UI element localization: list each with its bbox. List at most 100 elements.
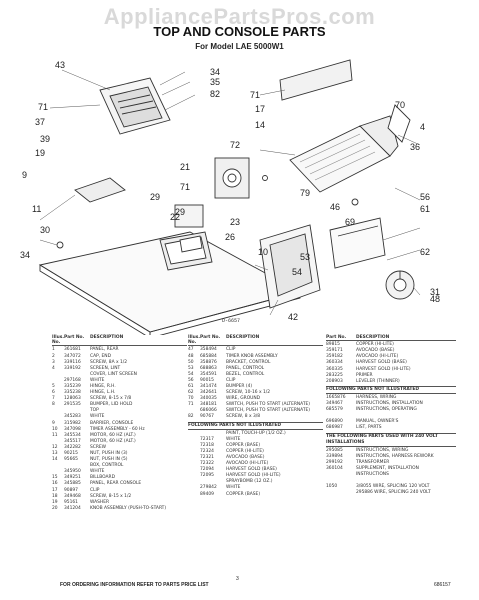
table-cell: 347098 [64, 426, 81, 432]
table-cell: 345950 [64, 469, 81, 475]
table-cell: 345517 [64, 438, 81, 444]
table-cell: HINGE, L.H. [90, 390, 116, 396]
callout-number: 14 [255, 120, 265, 130]
table-cell: 341204 [64, 505, 81, 511]
table-cell: SPRAYBOMB (12 OZ.) [226, 479, 273, 485]
table-cell: SCREW [90, 444, 107, 450]
callout-number: 39 [40, 134, 50, 144]
table-cell: 358876 [200, 359, 217, 365]
table-row: BOX, CONTROL [52, 463, 187, 469]
callout-number: 36 [410, 142, 420, 152]
callout-number: 54 [292, 267, 302, 277]
table-cell: 9 [52, 420, 55, 426]
table-cell: 6 [52, 390, 55, 396]
table-cell: 339116 [64, 359, 81, 365]
table-cell: 340035 [200, 396, 217, 402]
control-bracket [329, 217, 386, 269]
screw [262, 175, 268, 181]
table-cell: 347072 [64, 353, 81, 359]
table-row: 11 345534 MOTOR, 60 HZ (ALT.) [52, 433, 187, 439]
table-cell: 1 [52, 347, 55, 353]
callout-number: 70 [395, 100, 405, 110]
table-cell: 279842 [200, 485, 217, 491]
table-cell: TIMER ASSEMBLY - 60 Hz [90, 426, 145, 432]
table-cell: 283225 [326, 372, 343, 378]
callout-number: 62 [420, 247, 430, 257]
table-cell: 686066 [200, 408, 217, 414]
right-table-header: Part No.DESCRIPTION [326, 335, 456, 342]
table-cell: 348181 [200, 402, 217, 408]
table-cell: 70 [188, 396, 194, 402]
table-cell: 15 [52, 475, 58, 481]
callout-number: 72 [230, 140, 240, 150]
table-cell: MOTOR, 60 HZ (ALT.) [90, 432, 136, 438]
table-cell: 341474 [200, 383, 217, 389]
table-cell: 16 [52, 481, 58, 487]
table-cell: HARVEST GOLD (HI-LITE) [226, 473, 281, 479]
table-cell: 360104 [326, 465, 343, 471]
table-cell: NUT, PUSH IN (3) [90, 451, 128, 456]
table-cell: NUT, PUSH IN (5) [90, 457, 128, 463]
table-row: TOP [52, 408, 187, 414]
table-cell: 11 [52, 432, 58, 438]
table-cell: 90015 [200, 377, 214, 383]
callout-number: 71 [180, 182, 190, 192]
table-row: PAINT, TOUCH-UP (1/2 OZ.) [188, 431, 323, 437]
table-cell: 17 [52, 487, 58, 493]
table-cell: 345885 [64, 481, 81, 487]
table-cell: 358494 [200, 347, 217, 353]
table-cell: BRACKET, CONTROL [226, 359, 271, 365]
callout-number: 34 [210, 67, 220, 77]
callout-number: 34 [20, 250, 30, 260]
table-cell: 56 [188, 377, 194, 383]
table-cell: 53 [188, 365, 194, 371]
table-cell: 90215 [64, 451, 78, 456]
table-cell: SCREW, 8A x 1/2 [90, 359, 128, 365]
table-cell: 128063 [64, 396, 81, 402]
table-cell: 360335 [326, 366, 343, 372]
table-cell: 72094 [200, 467, 214, 473]
exploded-parts-diagram: 4334358271373919711714369704217211297122… [20, 59, 440, 335]
table-cell: 47 [188, 347, 194, 353]
right-section-title: FOLLOWING PARTS NOT ILLUSTRATED [326, 385, 456, 394]
table-cell: TIMER KNOB ASSEMBLY [226, 353, 278, 359]
table-cell: BOX, CONTROL [90, 463, 124, 469]
callout-number: 19 [35, 148, 45, 158]
table-cell: 345534 [64, 432, 81, 438]
table-cell: PAINT, TOUCH-UP (1/2 OZ.) [226, 430, 286, 436]
table-cell: 54 [188, 371, 194, 377]
callout-number: 53 [300, 252, 310, 262]
table-cell: 71 [188, 402, 194, 408]
table-cell: COPPER (HI-LITE) [226, 448, 264, 454]
table-cell: 82 [188, 414, 194, 420]
table-cell: SCREW, 10-16 x 1/2 [226, 390, 271, 396]
table-cell: PANEL, CONTROL [226, 365, 265, 371]
table-cell: BEZEL, CONTROL [226, 371, 265, 377]
grommet [179, 235, 203, 253]
table-cell: PANEL, REAR CONSOLE [90, 481, 142, 487]
